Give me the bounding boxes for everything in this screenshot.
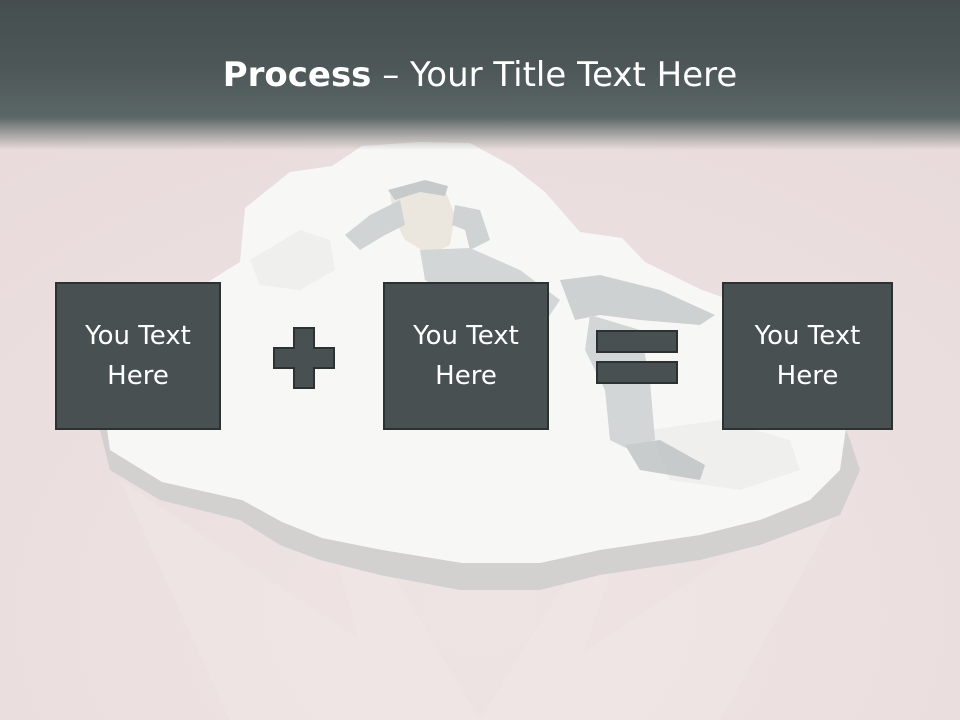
title-bold-part: Process [222,55,372,95]
title-bar: Process – Your Title Text Here [0,0,960,150]
process-step-2-label: You Text Here [413,321,519,391]
plus-icon [273,327,335,389]
process-step-3-label: You Text Here [754,321,861,391]
slide-title: Process – Your Title Text Here [0,52,960,98]
process-step-1[interactable]: You Text Here [55,282,221,430]
process-step-3[interactable]: You Text Here [722,282,893,430]
process-step-2[interactable]: You Text Here [383,282,549,430]
equals-icon [596,330,678,384]
process-step-1-label: You Text Here [85,321,191,391]
title-rest-part: – Your Title Text Here [371,55,738,95]
